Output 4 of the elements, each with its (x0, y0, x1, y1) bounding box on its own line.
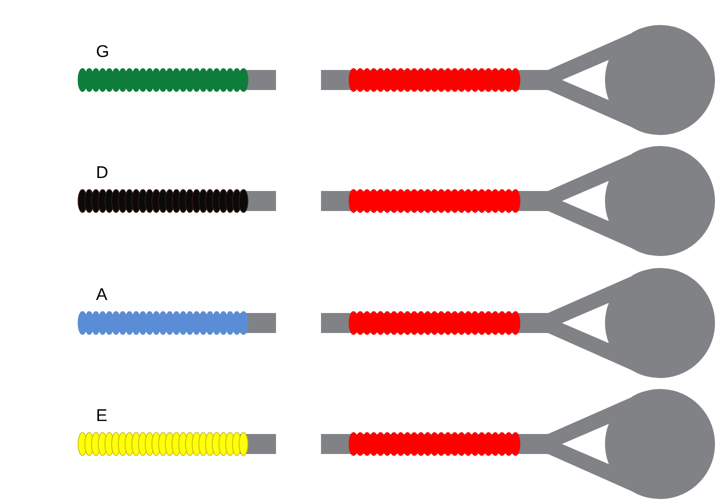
row-letter: E (96, 407, 108, 424)
row-letter: A (96, 286, 108, 303)
row-letter: D (96, 164, 108, 181)
row-letter: G (96, 43, 110, 60)
